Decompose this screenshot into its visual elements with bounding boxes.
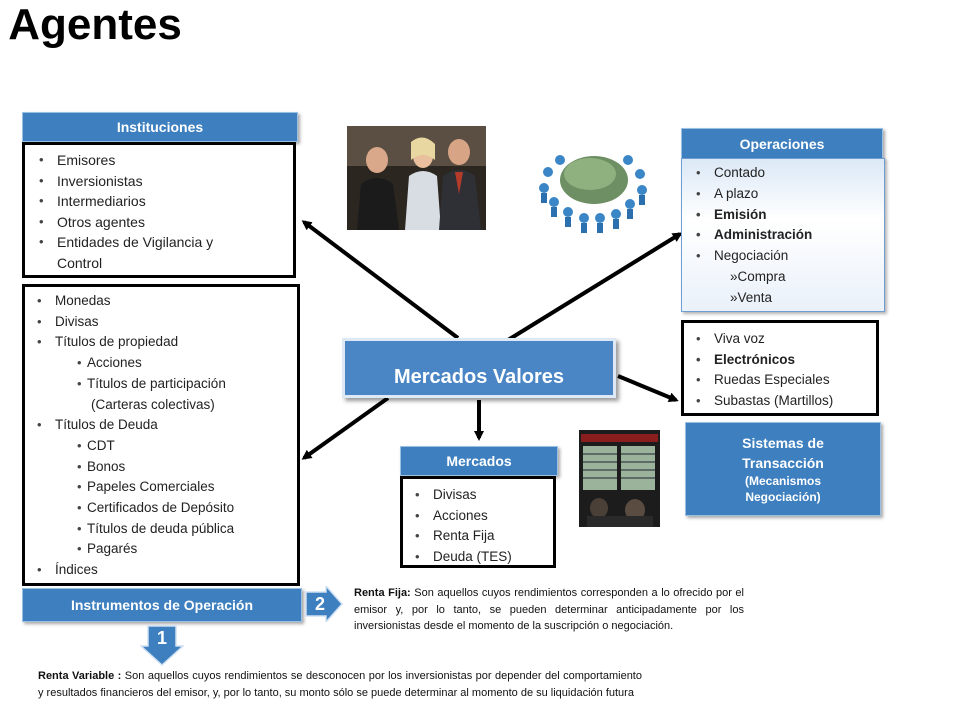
list-item: Renta Fija <box>409 526 551 547</box>
sistemas-header-line2: Transacción <box>742 455 824 471</box>
list-item: (Carteras colectivas) <box>91 396 215 412</box>
list-item: Ruedas Especiales <box>690 370 872 391</box>
instrumentos-list-box: Monedas Divisas Títulos de propiedad Acc… <box>22 284 300 586</box>
renta-fija-text: Son aquellos cuyos rendimientos correspo… <box>354 587 744 632</box>
instrumentos-header-label: Instrumentos de Operación <box>70 597 254 613</box>
list-item: Acciones <box>31 353 293 374</box>
mercados-valores-label: Mercados Valores <box>393 366 565 388</box>
instrumentos-header: Instrumentos de Operación <box>22 588 302 622</box>
list-item: Inversionistas <box>33 171 287 192</box>
operaciones-header-label: Operaciones <box>739 136 825 152</box>
list-item: A plazo <box>690 184 880 205</box>
list-item: Papeles Comerciales <box>31 477 293 498</box>
list-item: »Venta <box>730 289 773 305</box>
instituciones-header: Instituciones <box>22 112 298 142</box>
list-item: Títulos de participación <box>31 374 293 395</box>
business-people-photo <box>347 126 486 230</box>
list-item: Deuda (TES) <box>409 547 551 568</box>
arrow-to-sistemas <box>617 374 679 402</box>
list-item: Contado <box>690 163 880 184</box>
list-item: Entidades de Vigilancia y <box>33 232 287 253</box>
sistemas-header-line4: Negociación) <box>745 490 821 504</box>
operaciones-list-box: Contado A plazo Emisión Administración N… <box>681 158 885 312</box>
instituciones-header-label: Instituciones <box>116 119 204 135</box>
list-item: Emisores <box>33 150 287 171</box>
list-item: »Compra <box>730 268 786 284</box>
list-item: Pagarés <box>31 539 293 560</box>
list-item: Administración <box>690 225 880 246</box>
arrow-to-operaciones <box>506 232 683 342</box>
sistemas-list-box: Viva voz Electrónicos Ruedas Especiales … <box>681 320 879 416</box>
badge-arrow-one <box>140 625 184 666</box>
arrow-to-instituciones <box>301 220 460 340</box>
sistemas-header-line1: Sistemas de <box>742 435 824 451</box>
trading-board-illustration <box>579 430 660 527</box>
money-people-illustration <box>530 140 658 236</box>
list-item: Acciones <box>409 506 551 527</box>
mercados-list-box: Divisas Acciones Renta Fija Deuda (TES) <box>400 476 556 568</box>
handshake-illustration <box>347 126 486 230</box>
renta-variable-text: Son aquellos cuyos rendimientos se desco… <box>38 670 642 699</box>
list-item: Viva voz <box>690 329 872 350</box>
list-item: Bonos <box>31 457 293 478</box>
list-item: Emisión <box>690 205 880 226</box>
list-item: Monedas <box>31 291 293 312</box>
stock-exchange-photo <box>579 430 660 527</box>
renta-fija-label: Renta Fija: <box>354 587 411 599</box>
money-circle-illustration <box>539 155 647 233</box>
list-item: Divisas <box>31 312 293 333</box>
page-title: Agentes <box>8 0 182 49</box>
list-item: Otros agentes <box>33 212 287 233</box>
list-item: Control <box>57 254 103 271</box>
renta-fija-description: Renta Fija: Son aquellos cuyos rendimien… <box>354 585 744 635</box>
mercados-header-label: Mercados <box>446 453 512 469</box>
operaciones-header: Operaciones <box>681 128 883 160</box>
arrow-to-instrumentos <box>301 396 390 460</box>
list-item: CDT <box>31 436 293 457</box>
list-item: Índices <box>31 560 293 581</box>
badge-arrow-two <box>305 586 344 622</box>
list-item: Subastas (Martillos) <box>690 391 872 412</box>
list-item: Certificados de Depósito <box>31 498 293 519</box>
list-item: Divisas <box>409 485 551 506</box>
badge-one-label: 1 <box>156 628 167 648</box>
mercados-header: Mercados <box>400 446 558 476</box>
list-item: Títulos de Deuda <box>31 415 293 436</box>
list-item: Electrónicos <box>690 350 872 371</box>
list-item: Negociación <box>690 246 880 267</box>
renta-variable-description: Renta Variable : Son aquellos cuyos rend… <box>38 668 642 701</box>
mercados-valores-node: Mercados Valores <box>342 338 616 398</box>
sistemas-header: Sistemas de Transacción (Mecanismos Nego… <box>685 422 881 516</box>
badge-two-label: 2 <box>314 594 325 614</box>
list-item: Títulos de deuda pública <box>31 519 293 540</box>
list-item: Intermediarios <box>33 191 287 212</box>
instituciones-list-box: Emisores Inversionistas Intermediarios O… <box>22 142 296 278</box>
sistemas-header-line3: (Mecanismos <box>744 474 822 488</box>
renta-variable-label: Renta Variable : <box>38 670 122 682</box>
list-item: Títulos de propiedad <box>31 332 293 353</box>
